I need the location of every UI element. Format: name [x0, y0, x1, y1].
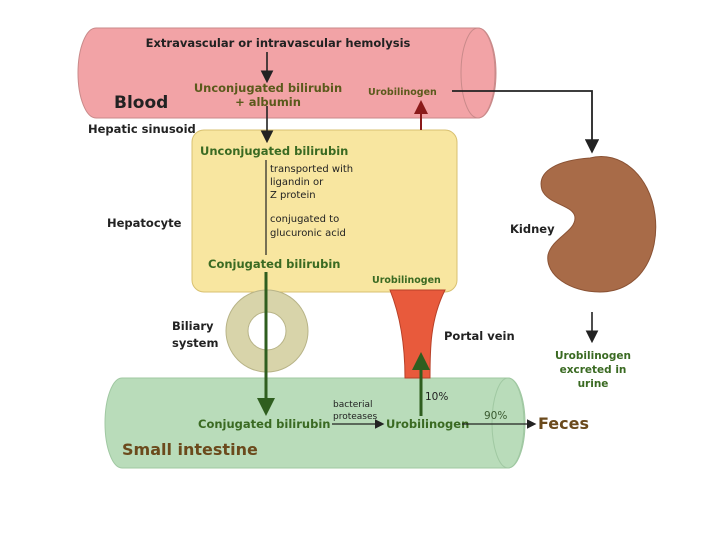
kidney-icon	[540, 156, 657, 293]
hepatocyte-unconjugated: Unconjugated bilirubin	[200, 144, 348, 158]
urine-line-1: Urobilinogen	[555, 350, 631, 362]
small-intestine-label: Small intestine	[122, 440, 258, 459]
svg-text:transported with: transported with	[270, 164, 353, 175]
hepatocyte-notes: transported with ligandin or Z protein c…	[270, 164, 353, 239]
svg-text:ligandin or: ligandin or	[270, 177, 324, 188]
blood-urobilinogen: Urobilinogen	[368, 87, 437, 98]
portal-vein-label: Portal vein	[444, 329, 515, 343]
biliary-label-2: system	[172, 336, 218, 350]
intestine-urobilinogen: Urobilinogen	[386, 417, 469, 431]
hepatocyte-urobilinogen: Urobilinogen	[372, 275, 441, 286]
hepatocyte-conjugated: Conjugated bilirubin	[208, 257, 340, 271]
urine-line-3: urine	[578, 378, 609, 390]
svg-text:Z protein: Z protein	[270, 190, 316, 201]
enzyme-label-1: bacterial	[333, 400, 372, 410]
svg-text:conjugated to: conjugated to	[270, 214, 339, 225]
blood-albumin: + albumin	[235, 95, 301, 109]
hepatic-sinusoid-label: Hepatic sinusoid	[88, 122, 196, 136]
feces-label: Feces	[538, 414, 589, 433]
urine-line-2: excreted in	[560, 364, 627, 376]
blood-unconjugated: Unconjugated bilirubin	[194, 81, 342, 95]
biliary-label-1: Biliary	[172, 319, 214, 333]
hepatocyte-box	[191, 129, 458, 293]
pct-feces: 90%	[484, 410, 507, 422]
pct-reabsorbed: 10%	[425, 391, 448, 403]
portal-vein-shape	[389, 289, 446, 379]
intestine-conjugated: Conjugated bilirubin	[198, 417, 330, 431]
hemolysis-label: Extravascular or intravascular hemolysis	[146, 36, 411, 50]
arrow-to-kidney	[452, 90, 600, 154]
svg-text:glucuronic acid: glucuronic acid	[270, 228, 346, 239]
blood-vessel	[77, 27, 497, 119]
blood-label: Blood	[114, 93, 168, 113]
hepatocyte-label: Hepatocyte	[107, 216, 182, 230]
kidney-label: Kidney	[510, 222, 555, 236]
enzyme-label-2: proteases	[333, 412, 378, 422]
